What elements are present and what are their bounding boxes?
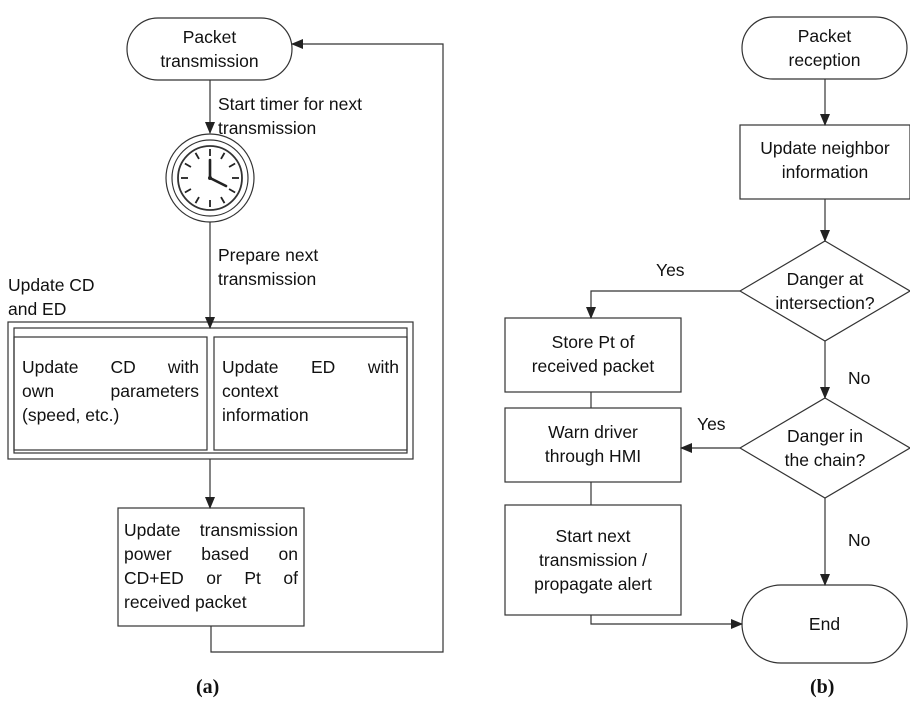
loop-back-arrow — [210, 39, 444, 653]
yes-label-intersection: Yes — [656, 260, 685, 280]
clock-tick — [184, 188, 192, 194]
update-cd-ed-label: Update CD and ED — [8, 275, 95, 319]
store-pt-text: Store Pt of received packet — [531, 332, 655, 376]
update-neighbor-text: Update neighbor information — [760, 138, 890, 182]
clock-tick — [220, 196, 226, 204]
start-next-text: Start next transmission / propagate aler… — [534, 526, 652, 594]
update-ed-box — [213, 336, 408, 451]
clock-tick — [220, 152, 226, 160]
danger-intersection-text: Danger at intersection? — [775, 269, 875, 313]
no-label-intersection: No — [848, 368, 871, 388]
arrow-startnext-to-end — [590, 615, 743, 629]
clock-tick — [194, 196, 200, 204]
arrow-yes-intersection-to-store — [586, 290, 740, 319]
packet-transmission-label: Packet transmission — [160, 27, 259, 71]
timer-clock-mid — [171, 139, 249, 217]
clock-center — [208, 176, 212, 180]
danger-chain-text: Danger in the chain? — [784, 426, 866, 470]
clock-minute-hand — [208, 176, 228, 188]
caption-b: (b) — [810, 676, 835, 698]
clock-tick — [184, 162, 192, 168]
update-power-text: Update transmission power based on CD+ED… — [124, 520, 298, 612]
clock-tick — [194, 152, 200, 160]
clock-ticks — [181, 149, 239, 207]
update-cd-text: Update CD with own parameters (speed, et… — [22, 357, 199, 425]
warn-driver-text: Warn driver through HMI — [544, 422, 642, 466]
end-label: End — [808, 614, 841, 634]
caption-a: (a) — [196, 676, 220, 698]
update-ed-text: Update ED with context information — [222, 357, 399, 425]
update-cd-box — [13, 336, 208, 451]
yes-label-chain: Yes — [697, 414, 726, 434]
timer-clock-inner — [177, 145, 243, 211]
clock-tick — [228, 188, 236, 194]
prepare-next-note: Prepare next transmission — [218, 245, 319, 289]
packet-reception-label: Packet reception — [788, 26, 861, 70]
clock-tick — [228, 162, 236, 168]
start-next-box — [504, 504, 682, 616]
start-timer-note: Start timer for next transmission — [218, 94, 362, 138]
no-label-chain: No — [848, 530, 871, 550]
